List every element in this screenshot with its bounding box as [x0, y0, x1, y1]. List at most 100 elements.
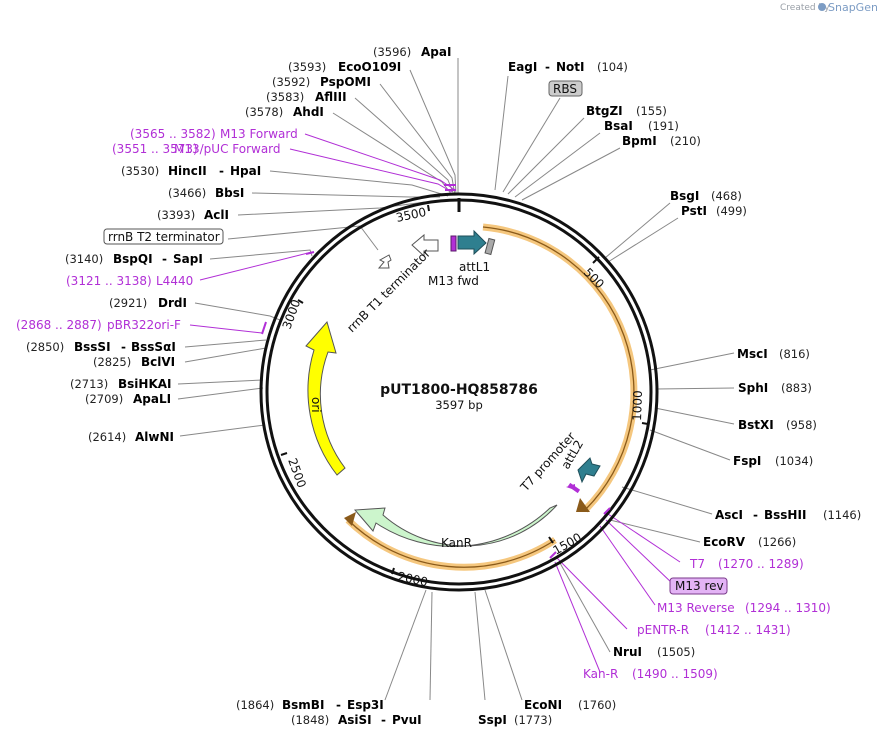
m13-reverse-label[interactable]: M13 Reverse [657, 601, 735, 615]
attl1-part[interactable] [484, 237, 496, 256]
asci-label[interactable]: AscI [715, 508, 743, 522]
ecorv-label[interactable]: EcoRV [703, 535, 746, 549]
backbone-outer-strand [259, 192, 659, 592]
rrnb-t2-terminator-box[interactable] [103, 228, 224, 245]
l4440-range: (3121 .. 3138) [66, 274, 152, 288]
m13-fwd-label: M13 fwd [428, 274, 479, 288]
snapgene-logo-icon [818, 3, 826, 11]
tick-label-2500: 2500 [285, 456, 309, 489]
pentr-r-label[interactable]: pENTR-R [637, 623, 689, 637]
bspqi-pos: (3140) [65, 252, 103, 266]
apali-label[interactable]: ApaLI [133, 392, 171, 406]
sapi-label[interactable]: SapI [173, 252, 203, 266]
kan-r-range: (1490 .. 1509) [632, 667, 718, 681]
alwni-label[interactable]: AlwNI [135, 430, 174, 444]
bsai-label[interactable]: BsaI [604, 119, 633, 133]
bspqi-label[interactable]: BspQI [113, 252, 153, 266]
created-by-label: Created by [780, 3, 830, 13]
m13-rev-box[interactable] [669, 577, 728, 595]
eagi-pos: (104) [597, 60, 628, 74]
bsgi-label[interactable]: BsgI [670, 189, 699, 203]
kan-r-label[interactable]: Kan-R [583, 667, 618, 681]
attl1-feature[interactable] [457, 229, 487, 256]
drdi-pos: (2921) [109, 296, 147, 310]
primer-markers [261, 184, 611, 559]
plasmid-name: pUT1800-HQ858786 [380, 382, 538, 398]
bbsi-pos: (3466) [168, 186, 206, 200]
apai-label[interactable]: ApaI [421, 45, 451, 59]
afliii-pos: (3583) [266, 90, 304, 104]
psti-label[interactable]: PstI [681, 204, 707, 218]
primer-leader-lines [189, 133, 681, 673]
t7-promoter-bar[interactable] [567, 482, 581, 494]
bsmbi-label[interactable]: BsmBI [282, 698, 324, 712]
msci-label[interactable]: MscI [737, 347, 768, 361]
ahdi-pos: (3578) [245, 105, 283, 119]
hincii-label[interactable]: HincII [168, 164, 207, 178]
sspi-label[interactable]: SspI [478, 713, 507, 727]
nrui-label[interactable]: NruI [613, 645, 642, 659]
hincii-pos: (3530) [121, 164, 159, 178]
pentr-r-range: (1412 .. 1431) [705, 623, 791, 637]
esp3i-label[interactable]: Esp3I [347, 698, 384, 712]
eagi-label[interactable]: EagI [508, 60, 537, 74]
bpmi-label[interactable]: BpmI [622, 134, 657, 148]
bpmi-pos: (210) [670, 134, 701, 148]
t7-primer-range: (1270 .. 1289) [718, 557, 804, 571]
drdi-label[interactable]: DrdI [158, 296, 187, 310]
bsssi-pos: (2850) [26, 340, 64, 354]
psti-pos: (499) [716, 204, 747, 218]
btgzi-label[interactable]: BtgZI [586, 104, 623, 118]
fspi-label[interactable]: FspI [733, 454, 761, 468]
bsihkai-label[interactable]: BsiHKAI [118, 377, 172, 391]
pspomi-label[interactable]: PspOMI [320, 75, 371, 89]
ahdi-label[interactable]: AhdI [293, 105, 324, 119]
econi-label[interactable]: EcoNI [524, 698, 562, 712]
kanr-feature[interactable] [353, 504, 558, 547]
acli-pos: (3393) [157, 208, 195, 222]
orf-arrowhead-bottom [344, 512, 356, 526]
l4440-label[interactable]: L4440 [156, 274, 193, 288]
t7-primer-label[interactable]: T7 [689, 557, 705, 571]
kanr-label: KanR [441, 536, 472, 550]
pbr322ori-f-label[interactable]: pBR322ori-F [107, 318, 181, 332]
bsssi-label[interactable]: BssSI [74, 340, 111, 354]
bsssai-label[interactable]: BssSαI [131, 340, 176, 354]
m13-fwd-site[interactable] [450, 235, 457, 252]
afliii-label[interactable]: AflIII [315, 90, 347, 104]
pbr322ori-f-range: (2868 .. 2887) [16, 318, 102, 332]
pvui-label[interactable]: PvuI [392, 713, 422, 727]
m13-puc-forward-label[interactable]: M13/pUC Forward [174, 142, 281, 156]
bsai-pos: (191) [648, 119, 679, 133]
pspomi-pos: (3592) [272, 75, 310, 89]
ori-label: ori [309, 397, 323, 413]
acli-label[interactable]: AclI [204, 208, 229, 222]
asci-pos: (1146) [823, 508, 861, 522]
position-ticks [280, 204, 649, 575]
bstxi-label[interactable]: BstXI [738, 418, 774, 432]
bclvi-label[interactable]: BclVI [141, 355, 175, 369]
asisi-label[interactable]: AsiSI [338, 713, 372, 727]
tick-label-2000: 2000 [396, 569, 429, 589]
ecoo109i-label[interactable]: EcoO109I [338, 60, 401, 74]
asisi-pos: (1848) [291, 713, 329, 727]
orf-arrowhead-right [576, 498, 590, 512]
apali-pos: (2709) [85, 392, 123, 406]
attl2-feature[interactable] [577, 457, 601, 484]
bbsi-label[interactable]: BbsI [215, 186, 244, 200]
m13-forward-label[interactable]: M13 Forward [220, 127, 298, 141]
rrnb-t1-arrow-2[interactable] [377, 254, 392, 269]
ori-feature[interactable] [305, 320, 346, 476]
sphi-label[interactable]: SphI [738, 381, 768, 395]
bsshii-dash: - [753, 508, 758, 522]
sspi-pos: (1773) [514, 713, 552, 727]
m13-reverse-range: (1294 .. 1310) [745, 601, 831, 615]
bsihkai-pos: (2713) [70, 377, 108, 391]
rbs-box[interactable] [548, 80, 583, 97]
m13-puc-forward-range: (3551 .. 3573) [112, 142, 198, 156]
noti-label[interactable]: NotI [556, 60, 585, 74]
rrnb-t1-arrow-1[interactable] [411, 233, 439, 258]
hpai-label[interactable]: HpaI [230, 164, 261, 178]
ecorv-pos: (1266) [758, 535, 796, 549]
bsshii-label[interactable]: BssHII [764, 508, 806, 522]
